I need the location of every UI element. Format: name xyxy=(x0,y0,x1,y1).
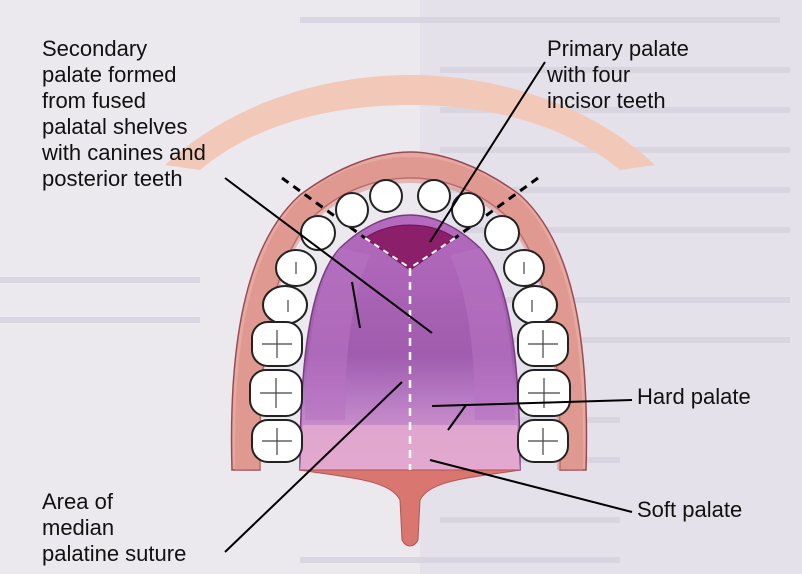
label-line: with four xyxy=(547,62,689,88)
label-median-suture: Area of median palatine suture xyxy=(42,489,186,567)
label-primary-palate: Primary palate with four incisor teeth xyxy=(547,36,689,114)
incisor-tooth xyxy=(370,180,402,212)
label-line: Primary palate xyxy=(547,36,689,62)
premolar-tooth xyxy=(513,286,557,324)
label-secondary-palate: Secondary palate formed from fused palat… xyxy=(42,36,206,192)
label-line: median xyxy=(42,515,186,541)
label-line: posterior teeth xyxy=(42,166,206,192)
label-line: Secondary xyxy=(42,36,206,62)
label-line: from fused xyxy=(42,88,206,114)
canine-tooth xyxy=(485,216,519,250)
canine-tooth xyxy=(301,216,335,250)
label-line: palatine suture xyxy=(42,541,186,567)
label-hard-palate: Hard palate xyxy=(637,384,751,410)
label-line: incisor teeth xyxy=(547,88,689,114)
incisor-tooth xyxy=(336,193,368,227)
label-soft-palate: Soft palate xyxy=(637,497,742,523)
premolar-tooth xyxy=(263,286,307,324)
label-line: palatal shelves xyxy=(42,114,206,140)
incisor-tooth xyxy=(418,180,450,212)
label-line: Area of xyxy=(42,489,186,515)
incisor-tooth xyxy=(452,193,484,227)
label-line: palate formed xyxy=(42,62,206,88)
label-line: with canines and xyxy=(42,140,206,166)
